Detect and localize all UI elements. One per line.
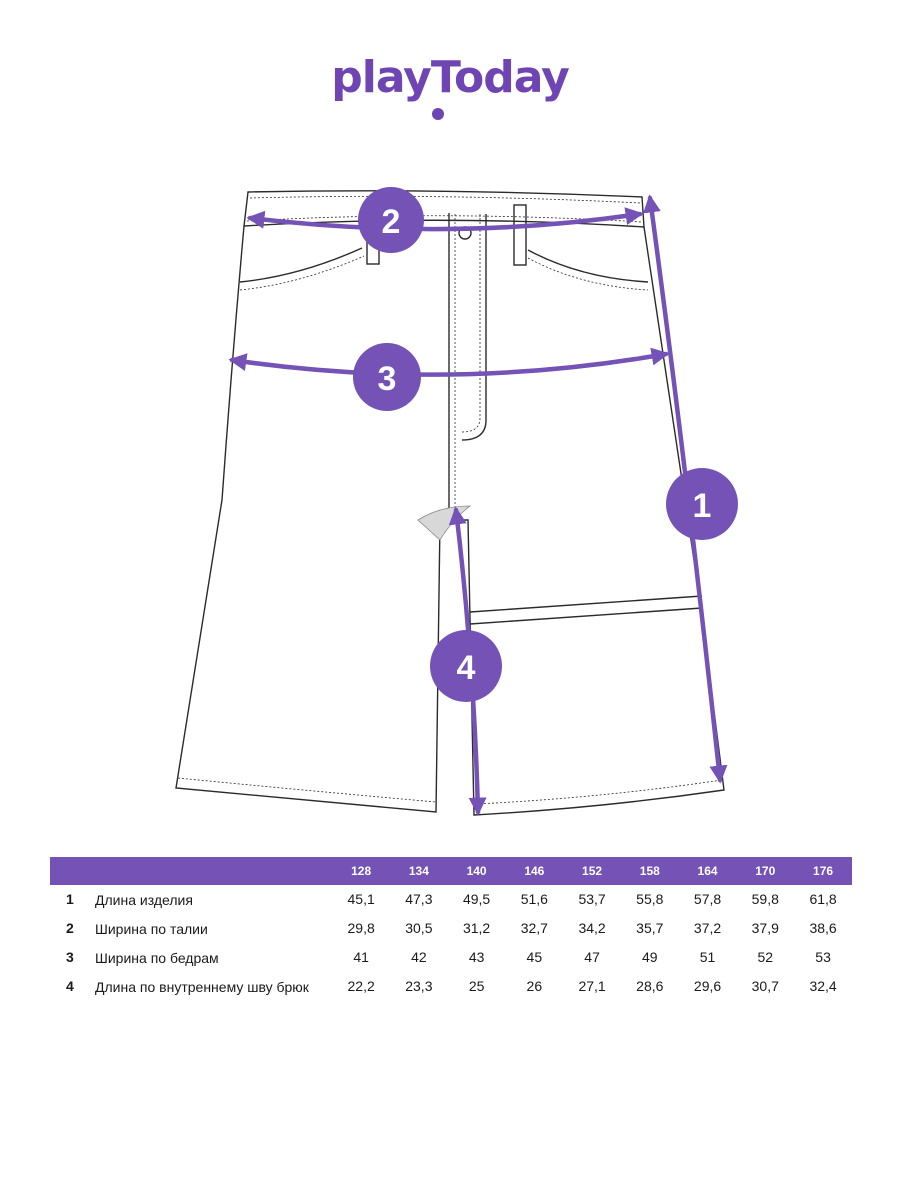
pocket-left (239, 247, 363, 283)
table-cell: 25 (468, 978, 485, 994)
measure-line-3 (228, 347, 670, 377)
size-header-row: 128 134 140 146 152 158 164 170 176 (50, 857, 852, 885)
row-number: 2 (66, 920, 74, 936)
header-empty-label (95, 857, 332, 885)
table-row: 1 Длина изделия 45,1 47,3 49,5 51,6 53,7… (50, 885, 852, 914)
pocket-right (527, 249, 649, 283)
table-cell: 49 (642, 949, 658, 965)
table-cell: 30,7 (751, 978, 779, 994)
marker-2: 2 (358, 187, 424, 253)
marker-4: 4 (430, 630, 502, 702)
table-cell: 32,7 (520, 920, 548, 936)
svg-text:2: 2 (382, 203, 401, 241)
belt-loop-right (513, 204, 527, 266)
svg-text:4: 4 (457, 649, 476, 687)
row-number: 3 (66, 949, 74, 965)
size-header: 164 (697, 864, 718, 878)
table-cell: 35,7 (636, 920, 664, 936)
table-cell: 42 (411, 949, 427, 965)
table-cell: 37,2 (693, 920, 722, 936)
table-row: 3 Ширина по бедрам 41 42 43 45 47 49 51 … (50, 943, 852, 972)
table-cell: 31,2 (462, 920, 491, 936)
fly-placket (448, 213, 487, 520)
table-cell: 51,6 (520, 891, 548, 907)
marker-3: 3 (353, 343, 421, 411)
table-cell: 28,6 (636, 978, 664, 994)
table-cell: 37,9 (751, 920, 779, 936)
size-header: 158 (639, 864, 660, 878)
table-cell: 30,5 (405, 920, 433, 936)
row-label: Длина изделия (95, 892, 193, 908)
table-cell: 27,1 (578, 978, 606, 994)
table-cell: 34,2 (578, 920, 606, 936)
table-cell: 47,3 (405, 891, 433, 907)
table-cell: 29,8 (347, 920, 375, 936)
size-chart-table-wrapper: 128 134 140 146 152 158 164 170 176 1 Дл… (50, 857, 852, 1001)
table-cell: 53,7 (578, 891, 606, 907)
row-number: 1 (66, 891, 74, 907)
table-cell: 55,8 (636, 891, 664, 907)
table-cell: 23,3 (405, 978, 433, 994)
table-cell: 45 (526, 949, 543, 965)
table-cell: 49,5 (462, 891, 491, 907)
row-number: 4 (66, 978, 74, 994)
size-header: 146 (524, 864, 545, 878)
knee-seam (469, 595, 703, 625)
table-cell: 45,1 (347, 891, 375, 907)
table-cell: 57,8 (693, 891, 722, 907)
table-cell: 38,6 (809, 920, 837, 936)
size-header: 140 (466, 864, 487, 878)
size-header: 134 (408, 864, 429, 878)
table-row: 4 Длина по внутреннему шву брюк 22,2 23,… (50, 972, 852, 1001)
table-cell: 47 (584, 949, 600, 965)
marker-1: 1 (666, 468, 738, 540)
brand-logo-text: playToday (331, 52, 570, 103)
row-label: Длина по внутреннему шву брюк (95, 979, 309, 995)
table-cell: 53 (815, 949, 831, 965)
table-cell: 29,6 (693, 978, 722, 994)
table-cell: 61,8 (809, 891, 837, 907)
table-cell: 51 (699, 949, 716, 965)
header-empty-num (50, 857, 95, 885)
table-cell: 52 (757, 949, 774, 965)
measurement-lines (228, 194, 728, 816)
size-header: 128 (351, 864, 372, 878)
table-cell: 26 (526, 978, 543, 994)
brand-logo: playToday (0, 52, 900, 103)
table-row: 2 Ширина по талии 29,8 30,5 31,2 32,7 34… (50, 914, 852, 943)
size-header: 170 (755, 864, 776, 878)
row-label: Ширина по талии (95, 921, 208, 937)
table-cell: 43 (468, 949, 485, 965)
shorts-measurement-diagram: 2 3 1 4 (175, 187, 738, 816)
table-cell: 59,8 (751, 891, 779, 907)
brand-logo-dot (432, 108, 444, 120)
table-cell: 22,2 (347, 978, 375, 994)
size-header: 152 (582, 864, 603, 878)
shorts-sketch (175, 190, 725, 816)
measure-line-2 (246, 207, 644, 232)
svg-text:3: 3 (378, 360, 397, 398)
svg-text:1: 1 (693, 487, 712, 525)
row-label: Ширина по бедрам (95, 950, 219, 966)
table-cell: 41 (353, 949, 369, 965)
size-header: 176 (813, 864, 834, 878)
size-chart-table: 128 134 140 146 152 158 164 170 176 1 Дл… (50, 857, 852, 1001)
table-cell: 32,4 (809, 978, 837, 994)
